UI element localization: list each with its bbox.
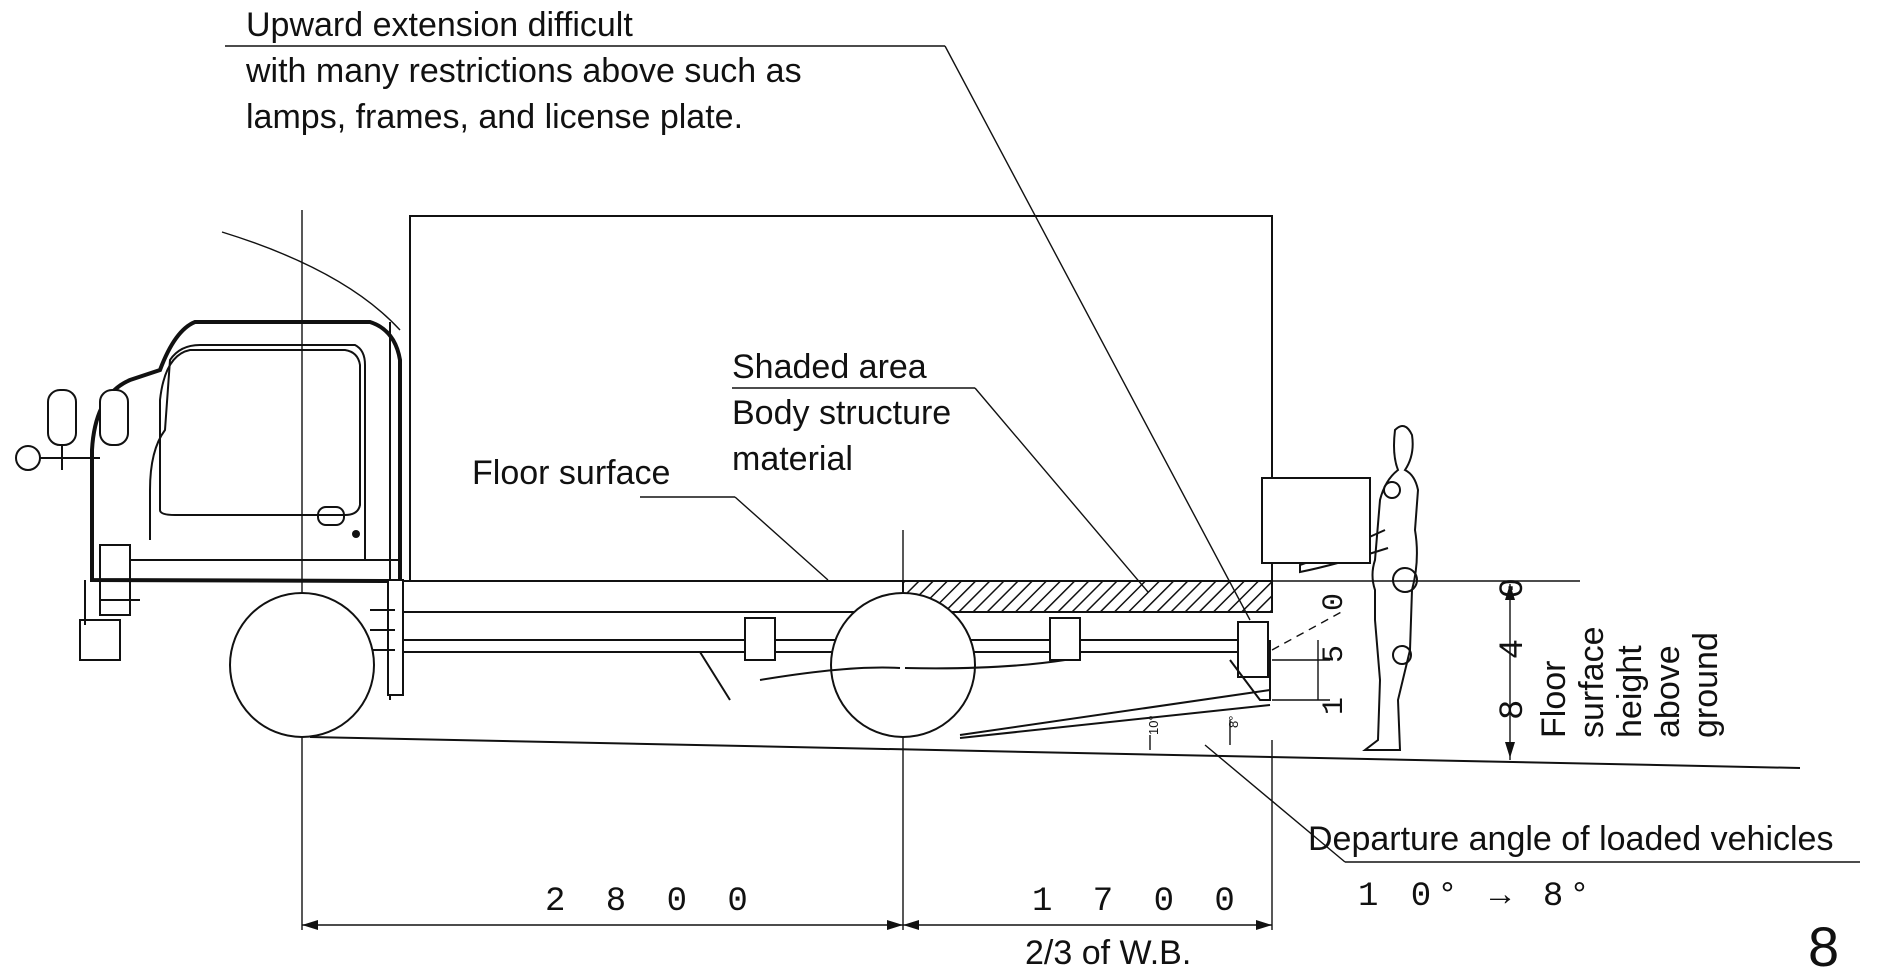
step-rungs: [370, 609, 395, 651]
angle-label-8: 8°: [1226, 716, 1241, 728]
angle-change-label: 1 0° → 8°: [1358, 878, 1596, 916]
shaded-note-line2: Body structure: [732, 394, 951, 432]
step-flap: [387, 579, 404, 696]
upward-note-leader: [944, 45, 1251, 621]
height-label-1: Floor: [1535, 661, 1573, 738]
departure-ramp-lower: [959, 704, 1271, 739]
front-wheel: [229, 592, 375, 738]
dim-arrow-left: [302, 920, 318, 930]
shaded-note-leader: [974, 387, 1149, 593]
ground-line: [309, 736, 1801, 769]
floor-height-value: 8 4 0: [1495, 568, 1533, 720]
person-figure: [1261, 425, 1420, 751]
departure-leader: [1204, 744, 1346, 863]
height-label-2: surface: [1573, 627, 1611, 739]
floor-surface-label: Floor surface: [472, 454, 670, 492]
upward-note-line2: with many restrictions above such as: [245, 52, 802, 90]
suspension-parts: [699, 617, 1081, 701]
height-arrow-bottom: [1505, 742, 1515, 758]
dim-arrow-mid-left: [887, 920, 903, 930]
overhang-value: 1 7 0 0: [1032, 883, 1245, 921]
rear-bumper: [1229, 621, 1330, 701]
upward-note-line1: Upward extension difficult: [246, 6, 633, 44]
upward-note-line3: lamps, frames, and license plate.: [246, 98, 743, 136]
height-label-3: height: [1611, 645, 1649, 738]
height-label-4: above: [1649, 645, 1687, 738]
shaded-note-line1: Shaded area: [732, 348, 927, 386]
shaded-body-structure: [902, 580, 1273, 613]
truck-cab: [15, 320, 402, 700]
height-arrow-top: [1505, 584, 1515, 600]
clearance-value: 1 5 0: [1318, 585, 1352, 715]
dim-arrow-mid-right: [903, 920, 919, 930]
carried-box: [1261, 477, 1371, 564]
page-number: 8: [1808, 915, 1839, 971]
height-label-5: ground: [1687, 632, 1725, 738]
dim-arrow-right: [1256, 920, 1272, 930]
wb-fraction-label: 2/3 of W.B.: [1025, 934, 1191, 971]
departure-ramp-upper: [959, 689, 1271, 736]
departure-label: Departure angle of loaded vehicles: [1308, 820, 1833, 858]
cab-swing-arc: [221, 231, 401, 331]
angle-label-10: 10°: [1146, 715, 1161, 735]
floor-surface-leader: [734, 496, 829, 581]
rear-wheel: [830, 592, 976, 738]
wheelbase-value: 2 8 0 0: [545, 883, 758, 921]
shaded-note-line3: material: [732, 440, 853, 478]
